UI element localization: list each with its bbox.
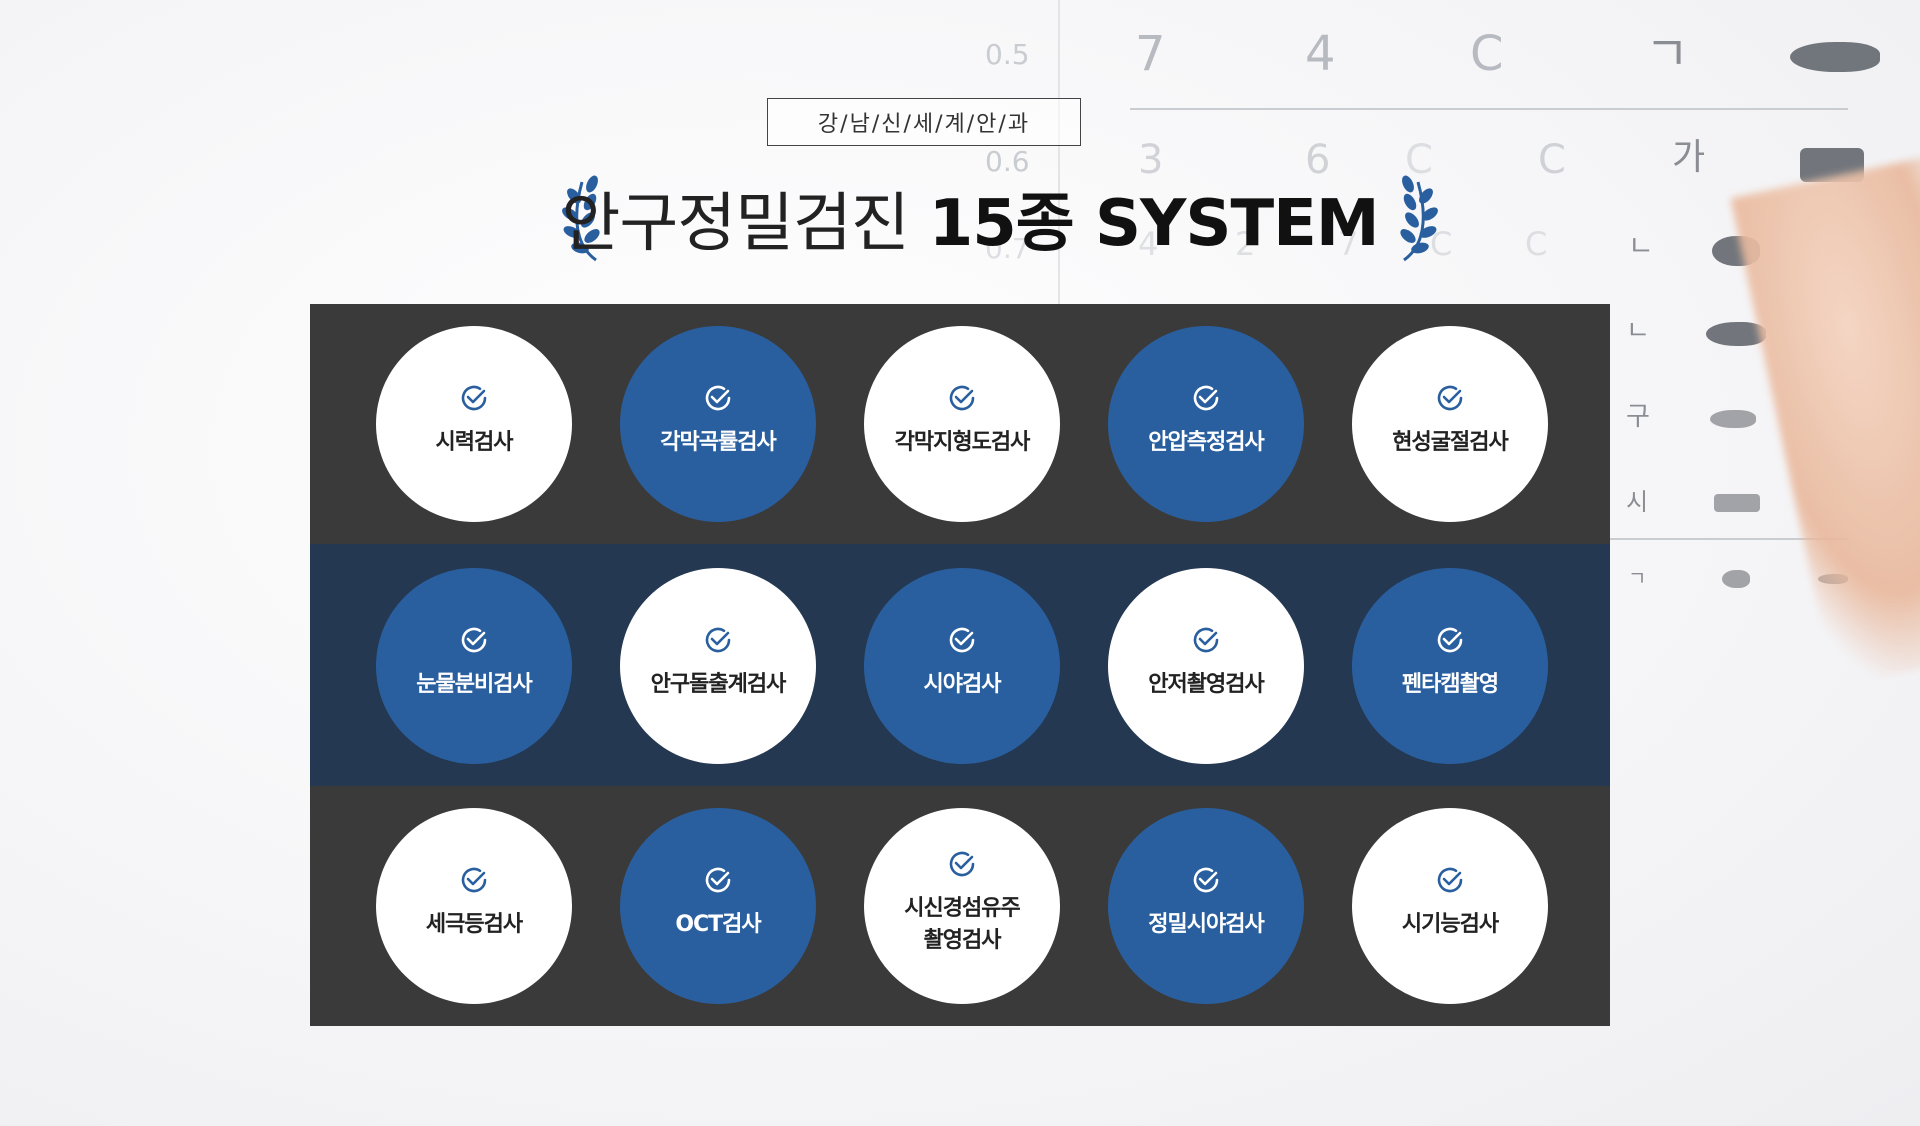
chart-divider — [1058, 0, 1060, 600]
test-item-pentacam[interactable]: 펜타캠촬영 — [1352, 568, 1548, 764]
test-label: 시력검사 — [435, 430, 514, 455]
test-item-oct[interactable]: OCT검사 — [620, 808, 816, 1004]
check-circle-icon — [1437, 385, 1463, 411]
chart-glyph: 2 — [1235, 225, 1256, 263]
chart-glyph: ㄱ — [1645, 26, 1690, 82]
chart-glyph: 4 — [1305, 26, 1336, 82]
laurel-left-icon — [562, 175, 600, 262]
check-circle-icon — [949, 385, 975, 411]
chart-glyph: C — [1525, 225, 1548, 263]
test-item-visual-acuity[interactable]: 시력검사 — [376, 326, 572, 522]
fish-icon — [1790, 42, 1880, 72]
check-circle-icon — [461, 385, 487, 411]
page-title: 안구정밀검진 15종 SYSTEM — [520, 168, 1420, 268]
check-circle-icon — [461, 867, 487, 893]
dog-icon — [1706, 322, 1766, 346]
test-label: 현성굴절검사 — [1392, 430, 1508, 455]
brand-label: 강/남/신/세/계/안/과 — [767, 98, 1081, 146]
chart-glyph: 6 — [1305, 137, 1331, 183]
chart-glyph: 4 — [1138, 225, 1159, 263]
chart-glyph: C — [1430, 225, 1453, 263]
chart-glyph: 구 — [1626, 402, 1650, 432]
check-circle-icon — [949, 627, 975, 653]
car-icon — [1714, 494, 1760, 512]
chart-glyph: C — [1538, 137, 1566, 183]
chart-glyph: 3 — [1138, 137, 1164, 183]
chart-glyph: C — [1470, 26, 1504, 82]
chart-line — [1130, 108, 1848, 110]
test-label: 세극등검사 — [425, 912, 523, 937]
check-circle-icon — [705, 627, 731, 653]
tests-panel: 시력검사 각막곡률검사 각막지형도검사 안압측정검사 현성굴절검사 눈물분비검사… — [310, 304, 1610, 1026]
test-item-slit-lamp[interactable]: 세극등검사 — [376, 808, 572, 1004]
test-label: 각막지형도검사 — [894, 430, 1031, 455]
check-circle-icon — [949, 851, 975, 877]
test-item-exophthalmometry[interactable]: 안구돌출계검사 — [620, 568, 816, 764]
test-label: 펜타캠촬영 — [1401, 672, 1499, 697]
title-bold: 15종 SYSTEM — [928, 187, 1380, 261]
test-item-corneal-topography[interactable]: 각막지형도검사 — [864, 326, 1060, 522]
title-light: 안구정밀검진 — [561, 187, 909, 261]
test-label: 안압측정검사 — [1148, 430, 1264, 455]
bird-icon — [1722, 570, 1750, 588]
test-item-visual-function[interactable]: 시기능검사 — [1352, 808, 1548, 1004]
check-circle-icon — [705, 867, 731, 893]
test-item-precision-visual-field[interactable]: 정밀시야검사 — [1108, 808, 1304, 1004]
check-circle-icon — [461, 627, 487, 653]
test-label: OCT검사 — [675, 912, 761, 937]
chart-glyph: ㄴ — [1628, 229, 1654, 262]
test-label: 안구돌출계검사 — [650, 672, 787, 697]
check-circle-icon — [1193, 867, 1219, 893]
check-circle-icon — [1437, 627, 1463, 653]
check-circle-icon — [705, 385, 731, 411]
test-label: 시기능검사 — [1401, 912, 1499, 937]
check-circle-icon — [1193, 627, 1219, 653]
chart-glyph: 가 — [1672, 137, 1706, 178]
check-circle-icon — [1437, 867, 1463, 893]
chart-row-label: 0.5 — [985, 38, 1030, 71]
chart-glyph: ㄴ — [1626, 316, 1650, 346]
fish-icon — [1710, 410, 1756, 428]
test-label: 시야검사 — [923, 672, 1002, 697]
test-item-manifest-refraction[interactable]: 현성굴절검사 — [1352, 326, 1548, 522]
test-item-rnfl-photography[interactable]: 시신경섬유주 촬영검사 — [864, 808, 1060, 1004]
laurel-right-icon — [1400, 175, 1438, 262]
test-item-tonometry[interactable]: 안압측정검사 — [1108, 326, 1304, 522]
chart-glyph: 7 — [1338, 225, 1359, 263]
chart-glyph: C — [1405, 137, 1433, 183]
test-item-visual-field[interactable]: 시야검사 — [864, 568, 1060, 764]
test-label: 시신경섬유주 촬영검사 — [904, 896, 1020, 953]
test-item-keratometry[interactable]: 각막곡률검사 — [620, 326, 816, 522]
chart-glyph: ㄱ — [1628, 566, 1647, 590]
test-label: 안저촬영검사 — [1148, 672, 1264, 697]
chart-glyph: 7 — [1135, 26, 1166, 82]
chart-glyph: 시 — [1626, 488, 1649, 516]
chart-row-label: 0.6 — [985, 145, 1030, 178]
test-item-fundus-photography[interactable]: 안저촬영검사 — [1108, 568, 1304, 764]
test-label: 정밀시야검사 — [1148, 912, 1264, 937]
test-label: 눈물분비검사 — [416, 672, 532, 697]
chart-row-label: 0.7 — [985, 232, 1030, 265]
test-item-tear-secretion[interactable]: 눈물분비검사 — [376, 568, 572, 764]
test-label: 각막곡률검사 — [660, 430, 776, 455]
check-circle-icon — [1193, 385, 1219, 411]
